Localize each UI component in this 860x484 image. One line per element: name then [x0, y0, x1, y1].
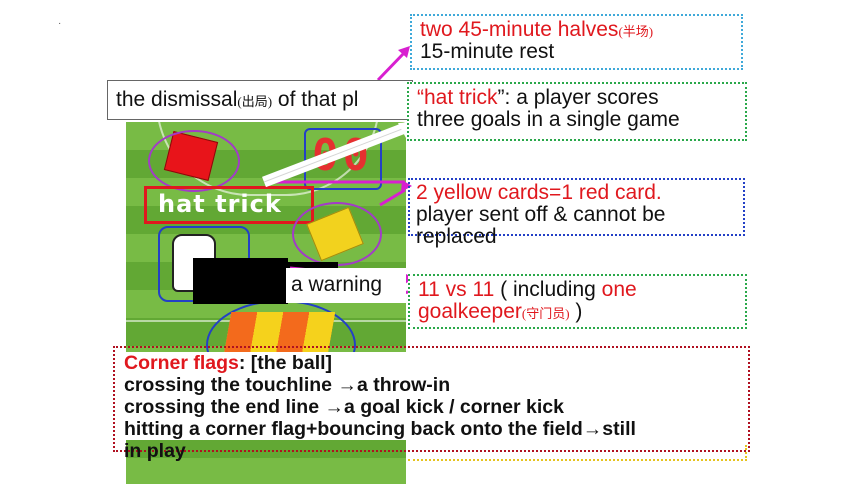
halves-line1: two 45-minute halves	[420, 18, 619, 41]
hat-trick-line1-rest: ”: a player scores	[497, 86, 659, 109]
cards-line2: player sent off & cannot be	[416, 203, 743, 226]
players-middle: ( including	[494, 278, 602, 301]
players-callout: 11 vs 11 ( including one goalkeeper(守门员)…	[408, 274, 747, 329]
players-goalkeeper: goalkeeper	[418, 300, 522, 324]
players-one: one	[601, 278, 637, 301]
hat-trick-line2: three goals in a single game	[417, 108, 680, 132]
corner-flags-title: Corner flags	[124, 352, 239, 374]
dismissal-lead: the dismissal	[116, 88, 238, 111]
dismissal-tail: of that pl	[272, 88, 359, 111]
players-count: 11 vs 11	[418, 278, 495, 301]
hat-trick-term: hat trick	[424, 86, 498, 109]
players-note: (守门员)	[521, 306, 570, 322]
players-close: )	[569, 300, 583, 324]
cards-line1: 2 yellow cards=1 red card.	[416, 182, 743, 204]
corner-flags-callout: Corner flags: [the ball] crossing the to…	[113, 346, 750, 462]
hat-trick-field-label: hat trick	[158, 190, 282, 218]
warning-callout: a warning	[286, 268, 406, 303]
hat-trick-open-quote: “	[417, 86, 424, 109]
warning-text: a warning	[291, 273, 383, 296]
halves-line2: 15-minute rest	[420, 40, 555, 64]
halves-note: (半场)	[618, 24, 654, 39]
slide-mark: ·	[58, 18, 62, 29]
dismissal-note: (出局)	[237, 94, 273, 109]
corner-line4: in play	[124, 440, 186, 463]
halves-callout: two 45-minute halves(半场) 15-minute rest	[410, 14, 743, 70]
yellow-dotted-box-edge	[408, 445, 747, 461]
corner-flags-title-rest: : [the ball]	[238, 352, 333, 374]
corner-line1: crossing the touchline →a throw-in	[124, 374, 748, 397]
corner-line3: hitting a corner flag+bouncing back onto…	[124, 418, 748, 441]
dismissal-callout: the dismissal(出局) of that pl	[107, 80, 413, 120]
hat-trick-callout: “hat trick”: a player scores three goals…	[407, 82, 747, 141]
cards-callout: 2 yellow cards=1 red card. player sent o…	[408, 178, 745, 247]
corner-line2: crossing the end line →a goal kick / cor…	[124, 396, 748, 419]
cards-line3: replaced	[416, 224, 497, 248]
